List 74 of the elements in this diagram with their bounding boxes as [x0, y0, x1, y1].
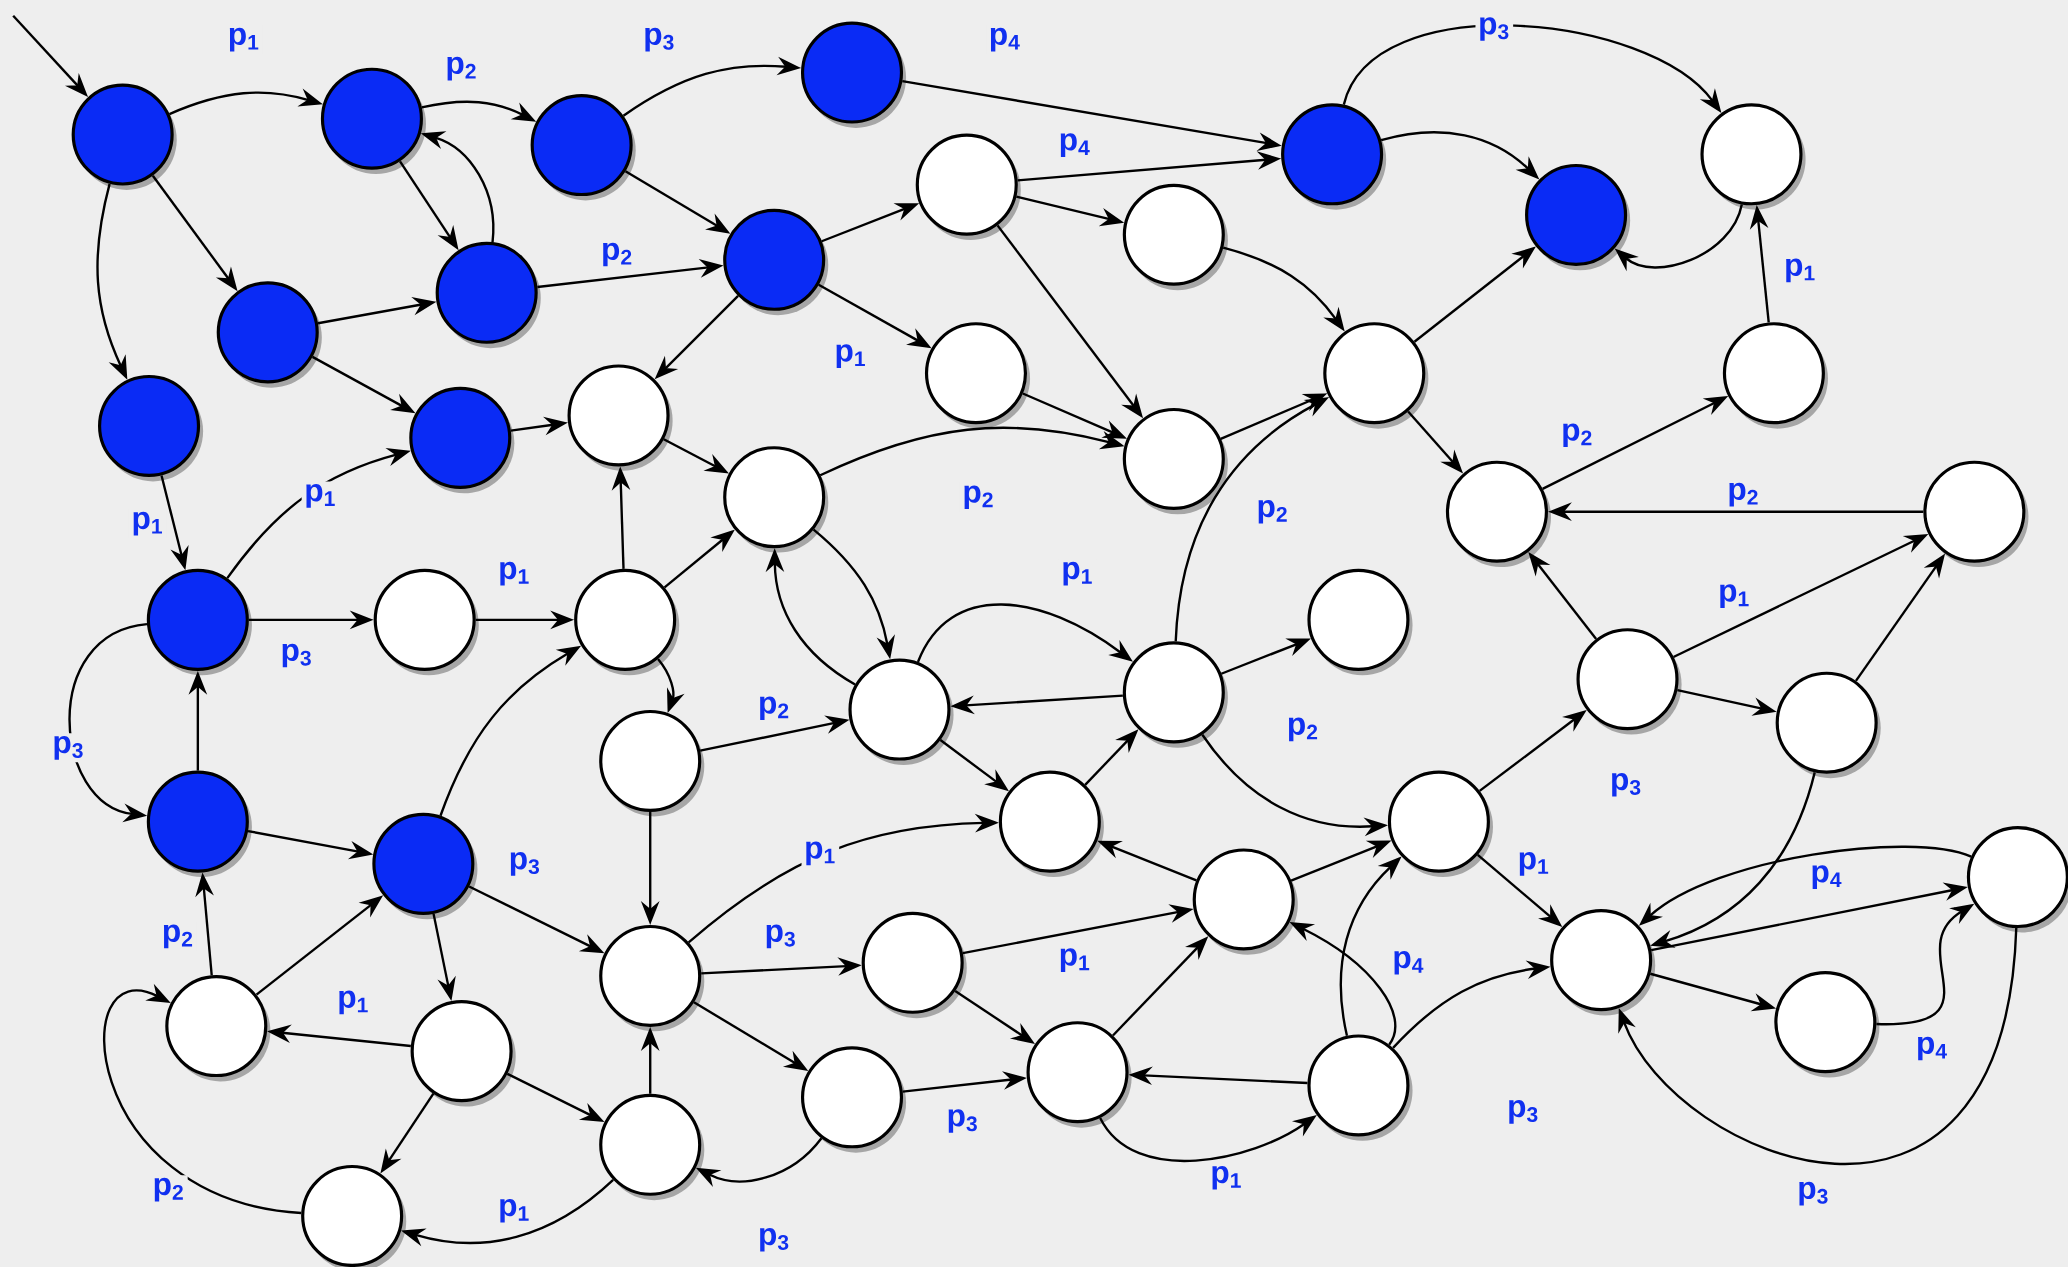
state-circle	[165, 974, 271, 1082]
edge-label: p$_{1}$	[1207, 1163, 1246, 1192]
state-circle	[1700, 103, 1806, 210]
state-circle	[861, 911, 967, 1018]
edge-label: p$_{2}$	[159, 921, 197, 951]
state-circle	[1445, 460, 1551, 567]
state-circle	[1026, 1021, 1132, 1128]
state-circle	[71, 83, 177, 190]
edge-label: p$_{2}$	[598, 239, 637, 269]
state-circle	[1122, 183, 1228, 290]
state-circle	[1323, 322, 1429, 429]
state-circle	[216, 281, 322, 388]
arrow	[103, 983, 302, 1215]
edge-label: p$_{1}$	[225, 24, 263, 54]
state-circle	[372, 812, 478, 920]
edge-label: p$_{3}$	[49, 733, 88, 763]
edge-label: p$_{3}$	[755, 1225, 793, 1254]
state-circle	[1307, 568, 1413, 676]
state-circle	[599, 924, 705, 1032]
arrow	[1618, 927, 2018, 1165]
state-circle	[1122, 641, 1228, 748]
state-circle	[373, 568, 479, 676]
state-circle	[1722, 322, 1828, 429]
edge-label: p$_{1}$	[301, 481, 340, 511]
state-circle	[1387, 770, 1493, 877]
state-circle	[320, 67, 426, 174]
edge-label: p$_{3}$	[1607, 770, 1645, 799]
state-circle	[924, 322, 1031, 429]
state-circle	[1281, 103, 1387, 210]
state-circle	[723, 445, 829, 553]
state-circle	[848, 658, 954, 765]
state-circle	[567, 364, 673, 471]
state-circle	[1192, 848, 1298, 955]
state-circle	[146, 770, 252, 877]
edge-label: p$_{2}$	[1253, 497, 1292, 526]
state-circle	[574, 568, 680, 676]
edge-label: p$_{4}$	[986, 24, 1024, 54]
edge-label: p$_{4}$	[1056, 130, 1094, 160]
state-circle	[410, 999, 516, 1107]
state-circle	[530, 93, 636, 201]
state-circle	[800, 21, 907, 128]
state-circle	[1550, 908, 1656, 1016]
edge-label: p$_{4}$	[1913, 1033, 1951, 1063]
state-circle	[1774, 970, 1880, 1078]
state-circle	[1966, 825, 2068, 933]
state-circle	[599, 709, 705, 817]
edge-label: p$_{1}$	[495, 559, 534, 588]
edge-label: p$_{2}$	[755, 693, 793, 723]
state-circle	[1775, 671, 1881, 778]
state-circle	[146, 568, 252, 676]
state-circle	[98, 374, 204, 482]
state-circle	[915, 133, 1021, 240]
state-circle	[301, 1164, 407, 1267]
edge-label: p$_{3}$	[506, 849, 544, 879]
state-circle	[1923, 460, 2029, 567]
state-circle	[998, 770, 1104, 877]
state-circle	[435, 241, 541, 348]
edge-label: p$_{4}$	[1389, 948, 1428, 978]
state-circle	[1525, 163, 1631, 271]
state-circle	[1576, 627, 1682, 735]
edge-label: p$_{1}$	[1515, 849, 1553, 879]
edge-label: p$_{1}$	[495, 1196, 534, 1225]
edge-label: p$_{1}$	[1058, 559, 1097, 588]
edge-label: p$_{1}$	[1056, 945, 1094, 975]
edge-label: p$_{3}$	[1504, 1097, 1543, 1127]
state-circle	[800, 1046, 907, 1153]
edge-label: p$_{1}$	[1781, 255, 1820, 285]
state-circle	[599, 1093, 705, 1200]
edge-label: p$_{3}$	[1475, 14, 1514, 44]
state-circle	[723, 208, 829, 315]
state-circle	[1122, 407, 1228, 515]
state-circle	[409, 386, 515, 494]
edge-label: p$_{2}$	[1284, 714, 1322, 744]
state-circle	[1307, 1034, 1413, 1141]
